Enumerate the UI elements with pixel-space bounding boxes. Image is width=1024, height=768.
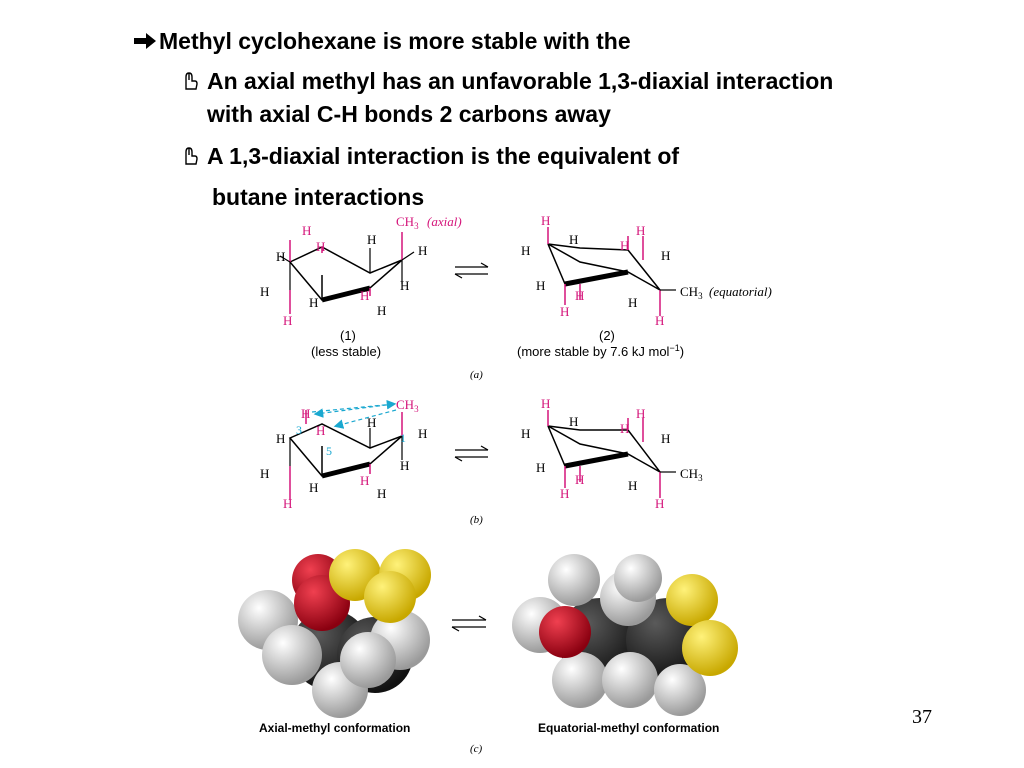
panel-a-left-number: (1) [340,328,356,343]
atom-h: H [575,288,584,303]
atom-h: H [636,223,645,238]
atom-h: H [360,288,369,303]
carbon-number-5: 5 [326,444,332,458]
main-bullet-text: Methyl cyclohexane is more stable with t… [159,28,631,54]
panel-a-right-number: (2) [599,328,615,343]
space-filling-model-axial [238,549,431,718]
atom-h: H [418,243,427,258]
page-number: 37 [912,706,932,728]
atom-h: H [367,232,376,247]
equilibrium-arrows-icon [451,615,487,632]
atom-h: H [377,303,386,318]
atom-h: H [521,426,530,441]
atom-h: H [283,313,292,328]
carbon-number-3: 3 [296,423,302,437]
atom-h: H [661,248,670,263]
atom-h: H [316,423,325,438]
panel-a-right-caption: (more stable by 7.6 kJ mol−1) [517,343,684,359]
methyl-group: CH3 [396,397,419,414]
atom-h: H [569,232,578,247]
panel-c-label: (c) [470,743,483,755]
space-filling-model-equatorial [512,554,738,716]
atom-h: H [560,486,569,501]
atom-h: H [628,478,637,493]
methyl-group: CH3 [396,214,419,231]
atom-h: H [367,415,376,430]
panel-c-left-caption: Axial-methyl conformation [259,721,410,735]
hand-pointer-icon [182,146,198,166]
chair-equatorial-a: H H H H H H H H H H H CH3 (equatorial) [521,213,772,328]
atom-h: H [309,295,318,310]
atom-h: H [575,472,584,487]
atom-h: H [636,406,645,421]
panel-a-label: (a) [470,369,483,381]
sub-bullet-1-line-1: An axial methyl has an unfavorable 1,3-d… [207,68,834,94]
chair-equatorial-b: H H H H H H H H H H H CH3 [521,396,703,511]
atom-h: H [661,431,670,446]
sub-bullet-2-line-2: butane interactions [212,184,425,210]
atom-h: H [309,480,318,495]
methyl-group: CH3 [680,466,703,483]
panel-a-left-caption: (less stable) [311,344,381,359]
chair-axial-a: H H H H H H H H H H H CH3 (axial) [260,214,462,328]
atom-h: H [301,406,310,421]
atom-h: H [655,313,664,328]
atom-h: H [569,414,578,429]
atom-h: H [400,278,409,293]
atom-h: H [620,421,629,436]
carbon-number-1: 1 [400,431,406,445]
atom-h: H [536,278,545,293]
equilibrium-arrows-icon [454,445,489,462]
sub-bullet-1-line-2: with axial C-H bonds 2 carbons away [207,101,611,127]
main-bullet: Methyl cyclohexane is more stable with t… [133,27,631,57]
atom-h: H [360,473,369,488]
atom-h: H [276,431,285,446]
atom-h: H [541,213,550,228]
atom-h: H [283,496,292,511]
atom-h: H [560,304,569,319]
atom-h: H [541,396,550,411]
chair-axial-b: H H H H H H H H H H H CH3 3 5 1 [260,397,427,511]
atom-h: H [628,295,637,310]
atom-h: H [521,243,530,258]
atom-h: H [316,239,325,254]
equatorial-label: (equatorial) [709,284,772,299]
atom-h: H [377,486,386,501]
panel-b-label: (b) [470,514,483,526]
atom-h: H [302,223,311,238]
atom-h: H [418,426,427,441]
atom-h: H [620,238,629,253]
atom-h: H [276,249,285,264]
equilibrium-arrows-icon [454,262,489,279]
panel-c-right-caption: Equatorial-methyl conformation [538,721,719,735]
axial-label: (axial) [427,214,462,229]
methyl-group: CH3 [680,284,703,301]
atom-h: H [260,284,269,299]
atom-h: H [536,460,545,475]
sub-bullet-2-line-1: A 1,3-diaxial interaction is the equival… [207,143,680,169]
right-arrow-icon [133,29,159,57]
atom-h: H [655,496,664,511]
hand-pointer-icon [182,71,198,91]
atom-h: H [260,466,269,481]
atom-h: H [400,458,409,473]
